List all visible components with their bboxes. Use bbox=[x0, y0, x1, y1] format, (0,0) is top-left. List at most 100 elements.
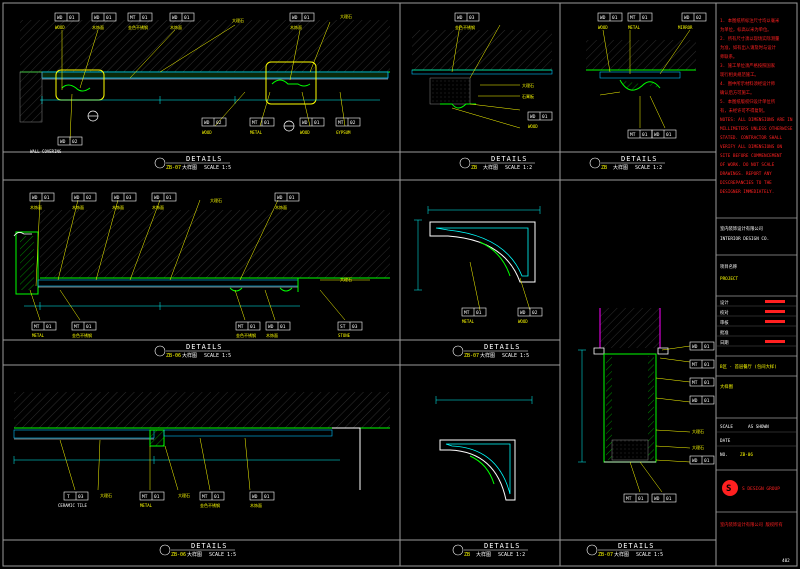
tag-number: 02 bbox=[72, 139, 78, 145]
tag-material: 金色不锈钢 bbox=[236, 332, 256, 338]
panel-scale: SCALE 1:5 bbox=[636, 552, 663, 558]
panel-title-6: DETAILS ZB-06 大样图 SCALE 1:5 bbox=[159, 542, 236, 558]
panel-code: ZB-07 bbox=[166, 165, 181, 171]
panel-title-7: DETAILS ZB 大样图 SCALE 1:2 bbox=[452, 542, 528, 558]
tag-number: 01 bbox=[704, 398, 710, 404]
tag-code: MT bbox=[692, 362, 698, 368]
note-line: 1. 本图纸所标注尺寸均以毫米 bbox=[720, 17, 780, 24]
panel-name: 大样图 bbox=[476, 551, 491, 558]
sheet-title: B区 · 首层餐厅 (包间大样) bbox=[720, 363, 777, 370]
tag-number: 01 bbox=[44, 195, 50, 201]
panel-title-4: DETAILS ZB-06 大样图 SCALE 1:5 bbox=[154, 343, 231, 359]
title-block: 1. 本图纸所标注尺寸均以毫米 为单位，标高以米为单位。 2. 所有尺寸须以现场… bbox=[716, 17, 797, 564]
general-notes: 1. 本图纸所标注尺寸均以毫米 为单位，标高以米为单位。 2. 所有尺寸须以现场… bbox=[720, 17, 793, 195]
panel-name: 大样图 bbox=[480, 352, 495, 359]
tag-material: 木饰面 bbox=[250, 502, 262, 508]
callout-text: 大理石 bbox=[232, 17, 244, 23]
tag-number: 03 bbox=[78, 494, 84, 500]
tag-code: MT bbox=[238, 324, 244, 330]
panel-scale: SCALE 1:5 bbox=[502, 353, 529, 359]
tag-number: 01 bbox=[666, 132, 672, 138]
tag-code: ST bbox=[340, 324, 346, 330]
panel-title-text: DETAILS bbox=[484, 542, 521, 550]
tag-code: MT bbox=[130, 15, 136, 21]
tag-mt-01-l: MT 01 bbox=[689, 377, 715, 387]
tag-code: WD bbox=[204, 120, 210, 126]
tag-mt-01-f: MT 01 金色不锈钢 bbox=[71, 321, 97, 338]
tag-code: WD bbox=[172, 15, 178, 21]
panel-title-5: DETAILS ZB-07 大样图 SCALE 1:5 bbox=[452, 343, 529, 359]
tag-mt-01-i: MT 01 METAL bbox=[139, 491, 165, 508]
panel-title-text: DETAILS bbox=[621, 155, 658, 163]
company-name: 室内装饰设计有限公司 bbox=[720, 225, 763, 232]
tag-number: 01 bbox=[264, 120, 270, 126]
tag-number: 01 bbox=[166, 195, 172, 201]
scale-label: SCALE bbox=[720, 424, 733, 430]
tag-material: 木饰面 bbox=[152, 204, 164, 210]
tag-material: 木饰面 bbox=[290, 24, 302, 30]
tag-number: 02 bbox=[532, 310, 538, 316]
tag-wd-01-g: WD 01 WOOD bbox=[597, 12, 623, 30]
tag-code: WD bbox=[268, 324, 274, 330]
panel-code: ZB-06 bbox=[171, 552, 186, 558]
scale-value: AS SHOWN bbox=[748, 424, 769, 430]
tag-code: T bbox=[67, 494, 70, 500]
panel-code: ZB-06 bbox=[166, 353, 181, 359]
note-line: 3. 施工单位须严格按照国家 bbox=[720, 62, 776, 69]
tag-code: MT bbox=[34, 324, 40, 330]
tag-code: WD bbox=[277, 195, 283, 201]
tag-code: MT bbox=[142, 494, 148, 500]
tag-code: WD bbox=[32, 195, 38, 201]
title-row-label: 审核 bbox=[720, 319, 729, 326]
note-line: 确认后方可施工。 bbox=[720, 89, 754, 96]
tag-wd-01-q: WD 01 bbox=[651, 493, 677, 503]
tag-number: 01 bbox=[704, 362, 710, 368]
tag-code: MT bbox=[626, 496, 632, 502]
tag-wd-01-p: WD 01 bbox=[689, 455, 715, 465]
tag-material: METAL bbox=[140, 503, 153, 508]
tag-wd-03-b: WD 03 木饰面 bbox=[111, 192, 137, 210]
note-line: 5. 本图纸版权归设计单位所 bbox=[720, 98, 776, 105]
logo-mark: S bbox=[726, 484, 731, 494]
tag-code: WD bbox=[692, 398, 698, 404]
callout-text: 大理石 bbox=[178, 492, 190, 498]
tag-wd-01-a: WD 01 WOOD bbox=[54, 12, 80, 30]
tag-material: WOOD bbox=[598, 25, 608, 30]
tag-code: WD bbox=[654, 132, 660, 138]
panel-title-2: DETAILS ZB 大样图 SCALE 1:2 bbox=[459, 155, 535, 171]
callout-text: 大理石 bbox=[692, 428, 704, 434]
detail-panel-6: 大理石 大理石 T 03 CERAMIC TILE MT 01 METAL MT… bbox=[13, 392, 390, 508]
tag-material: 金色不锈钢 bbox=[200, 502, 220, 508]
note-line: DRAWINGS. REPORT ANY bbox=[720, 171, 772, 177]
tag-material: 金色不锈钢 bbox=[128, 24, 148, 30]
tag-code: WD bbox=[94, 15, 100, 21]
tag-number: 01 bbox=[264, 494, 270, 500]
tag-material: METAL bbox=[250, 130, 263, 135]
tag-wd-01-o: WD 01 bbox=[689, 395, 715, 405]
tag-mt-01-c: MT 01 METAL bbox=[627, 12, 653, 30]
callout-text: 大理石 bbox=[100, 492, 112, 498]
tag-number: 01 bbox=[476, 310, 482, 316]
tag-code: WD bbox=[252, 494, 258, 500]
panel-code: ZB-07 bbox=[598, 552, 613, 558]
tag-material: WOOD bbox=[202, 130, 212, 135]
drawing-name: 大样图 bbox=[720, 383, 733, 390]
note-line: SITE BEFORE COMMENCEMENT bbox=[720, 153, 782, 159]
panel-scale: SCALE 1:5 bbox=[204, 353, 231, 359]
tag-code: WD bbox=[457, 15, 463, 21]
panel-name: 大样图 bbox=[187, 551, 202, 558]
callout-text: 大理石 bbox=[210, 197, 222, 203]
callout-text: 大理石 bbox=[692, 444, 704, 450]
tag-wd-01-h: WD 01 bbox=[651, 129, 677, 139]
panel-title-8: DETAILS ZB-07 大样图 SCALE 1:5 bbox=[586, 542, 663, 558]
panel-name: 大样图 bbox=[483, 164, 498, 171]
tag-wd-02-a: WD 02 WALL COVERING bbox=[30, 136, 83, 154]
tag-wd-03: WD 03 金色不锈钢 bbox=[454, 12, 480, 30]
callout-text: 大理石 bbox=[522, 82, 534, 88]
callout-text: 大理石 bbox=[340, 13, 352, 19]
tag-code: WD bbox=[114, 195, 120, 201]
panel-title-text: DETAILS bbox=[618, 542, 655, 550]
tag-number: 01 bbox=[642, 132, 648, 138]
tag-code: MT bbox=[464, 310, 470, 316]
